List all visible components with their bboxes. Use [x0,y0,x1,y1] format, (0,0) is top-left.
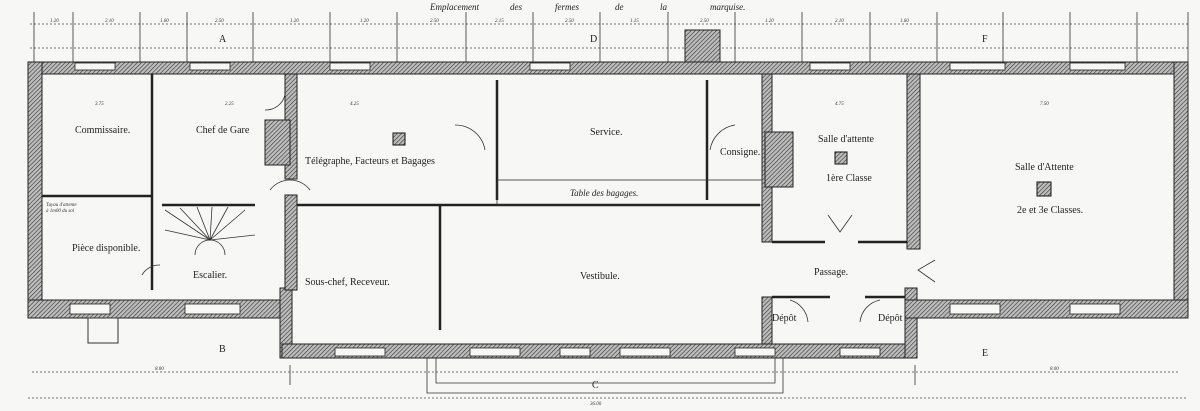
svg-text:2.50: 2.50 [565,19,574,24]
svg-text:2.50: 2.50 [700,19,709,24]
room-passage: Passage. [814,267,848,278]
svg-text:marquise.: marquise. [710,2,745,12]
svg-text:1.60: 1.60 [160,19,169,24]
svg-text:2.50: 2.50 [430,19,439,24]
stove-icons [392,132,1052,197]
section-marker-e: E [982,348,988,359]
section-marker-f: F [982,34,988,45]
svg-text:1.60: 1.60 [900,19,909,24]
room-piece-disponible: Pièce disponible. [72,243,140,254]
svg-text:2.15: 2.15 [495,19,504,24]
depth-dimension: 7.50 [1040,102,1049,107]
room-consigne: Consigne. [720,147,760,158]
room-salle-2-class: 2e et 3e Classes. [1017,205,1083,216]
tuyau-note-1: Tuyau d'attente [46,203,77,208]
svg-text:1.15: 1.15 [630,19,639,24]
top-dimension-labels: 1.20 2.10 1.60 2.50 1.20 1.20 2.50 2.15 … [50,19,909,24]
depth-dimension: 4.75 [835,102,844,107]
depth-dimension: 4.25 [350,102,359,107]
room-chef-de-gare: Chef de Gare [196,125,250,136]
room-vestibule: Vestibule. [580,271,620,282]
room-salle-attente-1: Salle d'attente [818,134,875,145]
svg-text:fermes: fermes [555,2,579,12]
svg-text:2.10: 2.10 [835,19,844,24]
room-salle-attente-2: Salle d'Attente [1015,162,1074,173]
staircase [164,206,256,256]
svg-text:1.20: 1.20 [360,19,369,24]
depth-dimension: 3.75 [95,102,104,107]
section-marker-c: C [592,380,599,391]
svg-text:2.50: 2.50 [215,19,224,24]
room-commissaire: Commissaire. [75,125,130,136]
interior-walls [42,73,921,345]
svg-text:1.20: 1.20 [50,19,59,24]
section-marker-d: D [590,34,597,45]
total-length-dimension: 36.00 [590,402,602,407]
left-overhang-dimension: 8.00 [155,367,164,372]
svg-text:la: la [660,2,668,12]
top-dimension-lines [30,12,1190,62]
door-swings [141,94,936,323]
room-labels: Commissaire. Chef de Gare Télégraphe, Fa… [46,125,1083,324]
baggage-table [496,179,763,206]
svg-text:1.20: 1.20 [765,19,774,24]
windows [69,62,1126,357]
bottom-dimension-lines [28,317,1188,399]
section-marker-b: B [219,344,226,355]
room-depot-right: Dépôt [878,313,903,324]
room-escalier: Escalier. [193,270,227,281]
table-bagages-label: Table des bagages. [570,188,638,198]
tuyau-note-2: à 1m00 du sol [46,209,75,214]
section-marker-a: A [219,34,227,45]
marquise-title: Emplacement des fermes de la marquise. [429,2,745,12]
room-telegraphe: Télégraphe, Facteurs et Bagages [305,156,435,167]
room-service: Service. [590,127,623,138]
svg-text:1.20: 1.20 [290,19,299,24]
porch-step [87,317,119,344]
svg-text:Emplacement: Emplacement [429,2,479,12]
svg-text:des: des [510,2,522,12]
room-salle-1-class: 1ère Classe [826,173,872,184]
depth-dimension: 2.25 [225,102,234,107]
right-overhang-dimension: 8.00 [1050,367,1059,372]
svg-text:de: de [615,2,624,12]
room-depot-left: Dépôt [772,313,797,324]
chimney [684,29,721,63]
svg-text:2.10: 2.10 [105,19,114,24]
room-sous-chef: Sous-chef, Receveur. [305,277,390,288]
